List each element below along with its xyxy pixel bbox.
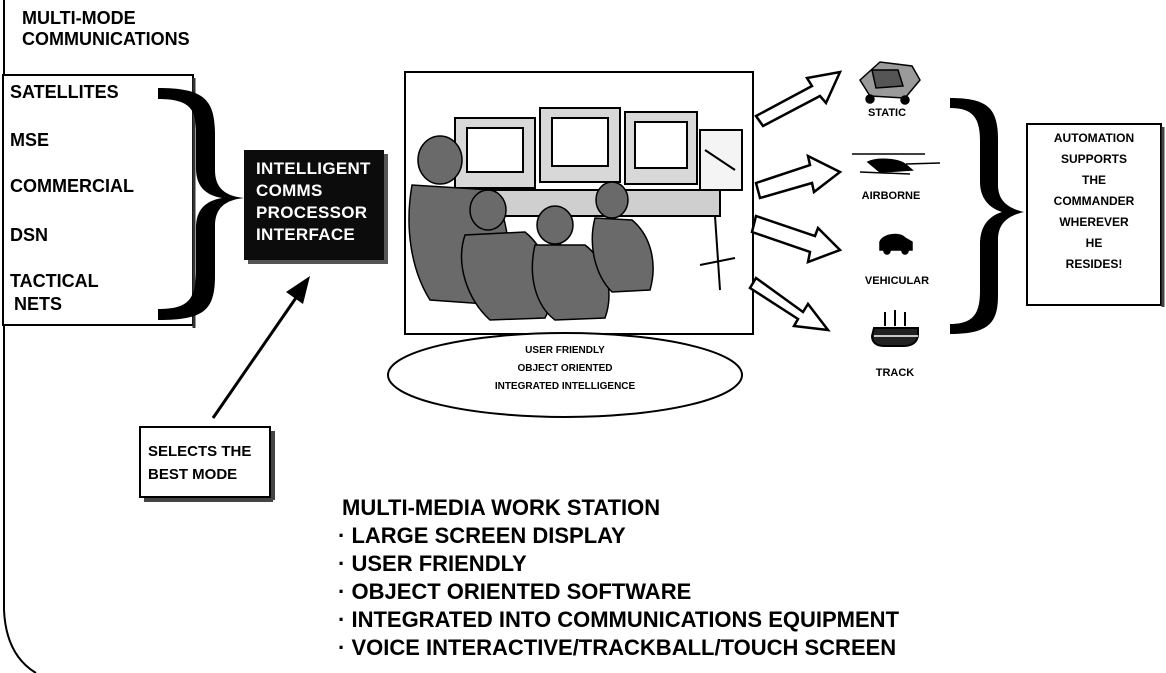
target-label-airborne: AIRBORNE	[861, 190, 921, 202]
helicopter-icon	[852, 153, 941, 175]
source-commercial: COMMERCIAL	[10, 176, 134, 196]
selector-note-line: SELECTS THE	[148, 443, 252, 460]
tracked-vehicle-icon	[870, 310, 919, 347]
source-mse: MSE	[10, 130, 50, 150]
workstation-bullet: · LARGE SCREEN DISPLAY	[338, 523, 626, 548]
title-line-2: COMMUNICATIONS	[22, 29, 190, 49]
ellipse-line: OBJECT ORIENTED	[517, 363, 613, 374]
diagram-title: MULTI-MODE COMMUNICATIONS	[22, 8, 190, 50]
vehicle-icon	[879, 233, 913, 255]
title-line-1: MULTI-MODE	[22, 8, 136, 28]
outgoing-arrows	[748, 70, 843, 332]
automation-line: SUPPORTS	[1060, 152, 1127, 166]
features-ellipse: USER FRIENDLY OBJECT ORIENTED INTEGRATED…	[440, 342, 690, 396]
selector-note-line: BEST MODE	[148, 466, 238, 483]
source-satellites: SATELLITES	[10, 82, 119, 102]
processor-line: INTERFACE	[256, 225, 356, 244]
operators-illustration	[408, 135, 654, 321]
source-dsn: DSN	[10, 225, 49, 245]
bullet-marker: ·	[338, 607, 346, 632]
right-brace	[950, 98, 1024, 334]
bullet-marker: ·	[338, 551, 346, 576]
comms-processor-box: INTELLIGENT COMMS PROCESSOR INTERFACE	[244, 150, 384, 260]
automation-line: RESIDES!	[1065, 257, 1123, 271]
target-label-static: STATIC	[867, 107, 907, 119]
source-nets: NETS	[14, 294, 63, 314]
automation-line: HE	[1085, 236, 1103, 250]
bullet-marker: ·	[338, 579, 346, 604]
automation-line: COMMANDER	[1053, 194, 1135, 208]
bullet-marker: ·	[338, 635, 346, 660]
automation-line: WHEREVER	[1059, 215, 1129, 229]
processor-line: COMMS	[256, 181, 323, 200]
workstation-bullet: · INTEGRATED INTO COMMUNICATIONS EQUIPME…	[338, 607, 900, 632]
workstation-title: MULTI-MEDIA WORK STATION	[342, 495, 661, 520]
selector-note: SELECTS THE BEST MODE	[148, 440, 251, 486]
automation-box: AUTOMATION SUPPORTS THE COMMANDER WHEREV…	[1027, 128, 1161, 275]
workstation-bullet: · VOICE INTERACTIVE/TRACKBALL/TOUCH SCRE…	[338, 635, 897, 660]
workstation-list: MULTI-MEDIA WORK STATION · LARGE SCREEN …	[338, 494, 899, 662]
shelter-icon	[859, 61, 921, 105]
automation-line: THE	[1082, 173, 1106, 187]
target-label-track: TRACK	[875, 367, 915, 379]
ellipse-line: USER FRIENDLY	[525, 345, 605, 356]
workstation-bullet: · OBJECT ORIENTED SOFTWARE	[338, 579, 692, 604]
processor-line: PROCESSOR	[256, 203, 368, 222]
processor-line: INTELLIGENT	[256, 159, 371, 178]
bullet-marker: ·	[338, 523, 346, 548]
source-tactical: TACTICAL	[10, 271, 99, 291]
target-label-vehicular: VEHICULAR	[864, 275, 930, 287]
left-brace	[158, 88, 244, 320]
ellipse-line: INTEGRATED INTELLIGENCE	[494, 381, 636, 392]
workstation-bullet: · USER FRIENDLY	[338, 551, 527, 576]
automation-line: AUTOMATION	[1053, 131, 1135, 145]
